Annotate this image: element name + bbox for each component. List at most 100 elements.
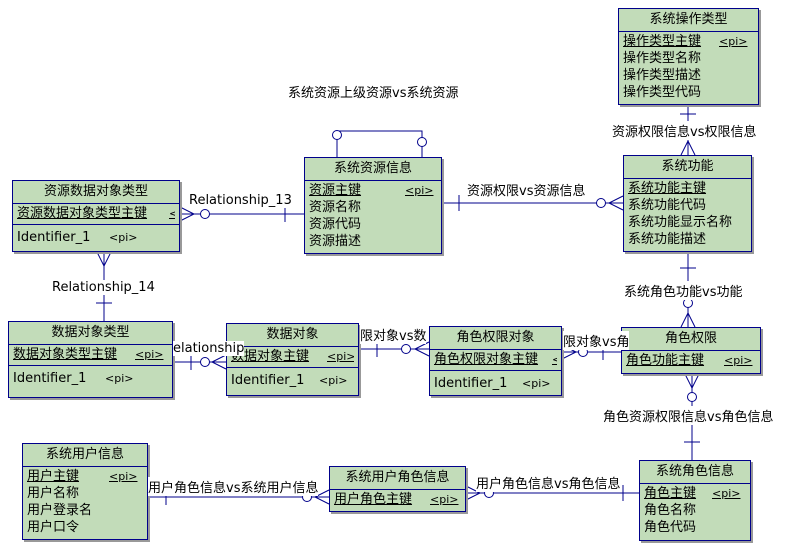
attribute-name: 资源主键 <box>309 183 362 198</box>
attribute-name: 用户主键 <box>27 469 80 484</box>
attributes: 系统功能主键 系统功能代码 系统功能显示名称 系统功能描述 <box>624 179 751 250</box>
entity-data-object[interactable]: 数据对象 数据对象主键 <pi> Identifier_1 <pi> <box>226 323 359 396</box>
attributes: 资源数据对象类型主键 <pi> <box>13 204 179 224</box>
optional-marker <box>401 344 411 354</box>
relationship-label: 限对象vs角 <box>563 331 630 350</box>
relationship-label: Relationship_14 <box>52 280 155 295</box>
entity-system-resource[interactable]: 系统资源信息 资源主键 <pi> 资源名称 资源代码 资源描述 <box>304 157 442 254</box>
attribute-name: 用户登录名 <box>27 503 93 518</box>
attribute-name: 系统功能代码 <box>628 198 707 213</box>
relationship-connector <box>96 251 112 268</box>
optional-marker <box>200 357 210 367</box>
optional-marker <box>417 137 427 147</box>
attributes: 角色权限对象主键 <pi> <box>430 350 561 370</box>
attribute-name: 角色权限对象主键 <box>434 352 539 367</box>
relationship-label: 资源权限vs资源信息 <box>467 180 586 199</box>
attribute-name: 系统功能主键 <box>628 181 707 196</box>
entity-system-role[interactable]: 系统角色信息 角色主键<pi> 角色名称 角色代码 <box>639 460 751 541</box>
relationship-label: Relationship_13 <box>189 193 292 208</box>
relationship-label: 系统角色功能vs功能 <box>624 281 743 300</box>
attribute-name: 操作类型主键 <box>623 34 702 49</box>
attribute-name: 资源描述 <box>309 234 362 249</box>
relationship-label: 用户角色信息vs系统用户信息 <box>148 477 319 496</box>
identifier-name: Identifier_1 <box>231 373 305 388</box>
attributes: 数据对象类型主键<pi> <box>9 345 172 365</box>
entity-role-permission[interactable]: 角色权限 角色功能主键<pi> <box>621 327 761 374</box>
entity-title: 资源数据对象类型 <box>13 181 179 204</box>
pi-marker: <pi> <box>319 374 348 387</box>
entity-system-user-role[interactable]: 系统用户角色信息 用户角色主键<pi> <box>329 466 466 512</box>
entity-role-permission-object[interactable]: 角色权限对象 角色权限对象主键 <pi> Identifier_1<pi> <box>429 326 562 396</box>
entity-title: 系统资源信息 <box>305 158 441 181</box>
pi-marker: <pi> <box>552 353 557 366</box>
relationship-connector <box>465 485 482 501</box>
pi-marker: <pi> <box>109 470 138 483</box>
relationship-connector <box>336 130 423 157</box>
pi-marker: <pi> <box>105 372 134 385</box>
attribute-name: 资源代码 <box>309 217 362 232</box>
attribute-name: 操作类型代码 <box>623 85 702 100</box>
relationship-connector <box>680 139 696 156</box>
optional-marker <box>332 130 342 140</box>
relationship-connector <box>680 311 696 328</box>
identifier-name: Identifier_1 <box>17 230 91 245</box>
pi-marker: <pi> <box>405 184 434 197</box>
relationship-connector <box>413 341 430 357</box>
identifiers: Identifier_1 <pi> <box>9 365 172 389</box>
relationship-label: 资源权限信息vs权限信息 <box>612 121 757 140</box>
entity-title: 数据对象 <box>227 324 358 347</box>
pi-marker: <pi> <box>719 35 748 48</box>
attribute-name: 资源名称 <box>309 200 362 215</box>
optional-marker <box>596 198 606 208</box>
entity-title: 数据对象类型 <box>9 322 172 345</box>
identifier-name: Identifier_1 <box>13 371 87 386</box>
pi-marker: <pi> <box>327 350 354 363</box>
attribute-name: 数据对象类型主键 <box>13 347 118 362</box>
entity-title: 系统角色信息 <box>640 461 750 484</box>
optional-marker <box>687 392 697 402</box>
attributes: 角色功能主键<pi> <box>622 351 760 371</box>
attributes: 数据对象主键 <pi> <box>227 347 358 367</box>
optional-marker <box>200 209 210 219</box>
entity-system-operation-type[interactable]: 系统操作类型 操作类型主键<pi> 操作类型名称 操作类型描述 操作类型代码 <box>618 8 759 105</box>
entity-resource-data-object-type[interactable]: 资源数据对象类型 资源数据对象类型主键 <pi> Identifier_1 <pi> <box>12 180 180 252</box>
attributes: 资源主键 <pi> 资源名称 资源代码 资源描述 <box>305 181 441 252</box>
identifiers: Identifier_1<pi> <box>430 370 561 394</box>
pi-marker: <pi> <box>724 354 753 367</box>
entity-title: 系统用户信息 <box>23 444 147 467</box>
entity-system-user[interactable]: 系统用户信息 用户主键 <pi> 用户名称 用户登录名 用户口令 <box>22 443 148 540</box>
relationship-connector <box>607 195 624 211</box>
relationship-label: elationship <box>173 341 245 356</box>
identifiers: Identifier_1 <pi> <box>227 367 358 391</box>
attributes: 用户角色主键<pi> <box>330 490 465 510</box>
entity-title: 角色权限对象 <box>430 327 561 350</box>
attribute-name: 角色代码 <box>644 520 697 535</box>
relationship-connector <box>179 206 196 222</box>
attributes: 操作类型主键<pi> 操作类型名称 操作类型描述 操作类型代码 <box>619 32 758 103</box>
attribute-name: 资源数据对象类型主键 <box>17 206 148 221</box>
entity-title: 角色权限 <box>622 328 760 351</box>
relationship-connector <box>684 373 700 390</box>
pi-marker: <pi> <box>430 493 459 506</box>
identifiers: Identifier_1 <pi> <box>13 224 179 248</box>
entity-system-function[interactable]: 系统功能 系统功能主键 系统功能代码 系统功能显示名称 系统功能描述 <box>623 155 752 252</box>
attribute-name: 用户名称 <box>27 486 80 501</box>
identifier-name: Identifier_1 <box>434 376 508 391</box>
attributes: 用户主键 <pi> 用户名称 用户登录名 用户口令 <box>23 467 147 538</box>
attribute-name: 系统功能显示名称 <box>628 215 733 230</box>
entity-title: 系统用户角色信息 <box>330 467 465 490</box>
attribute-name: 用户口令 <box>27 520 80 535</box>
pi-marker: <pi> <box>109 231 138 244</box>
entity-title: 系统操作类型 <box>619 9 758 32</box>
relationship-label: 用户角色信息vs角色信息 <box>476 473 621 492</box>
attribute-name: 数据对象主键 <box>231 349 310 364</box>
pi-marker: <pi> <box>169 207 175 220</box>
entity-data-object-type[interactable]: 数据对象类型 数据对象类型主键<pi> Identifier_1 <pi> <box>8 321 173 398</box>
relationship-connector <box>210 354 227 370</box>
relationship-label: 系统资源上级资源vs系统资源 <box>288 82 459 101</box>
attributes: 角色主键<pi> 角色名称 角色代码 <box>640 484 750 538</box>
attribute-name: 系统功能描述 <box>628 232 707 247</box>
relationship-label: 限对象vs数 <box>360 325 427 344</box>
attribute-name: 操作类型名称 <box>623 51 702 66</box>
